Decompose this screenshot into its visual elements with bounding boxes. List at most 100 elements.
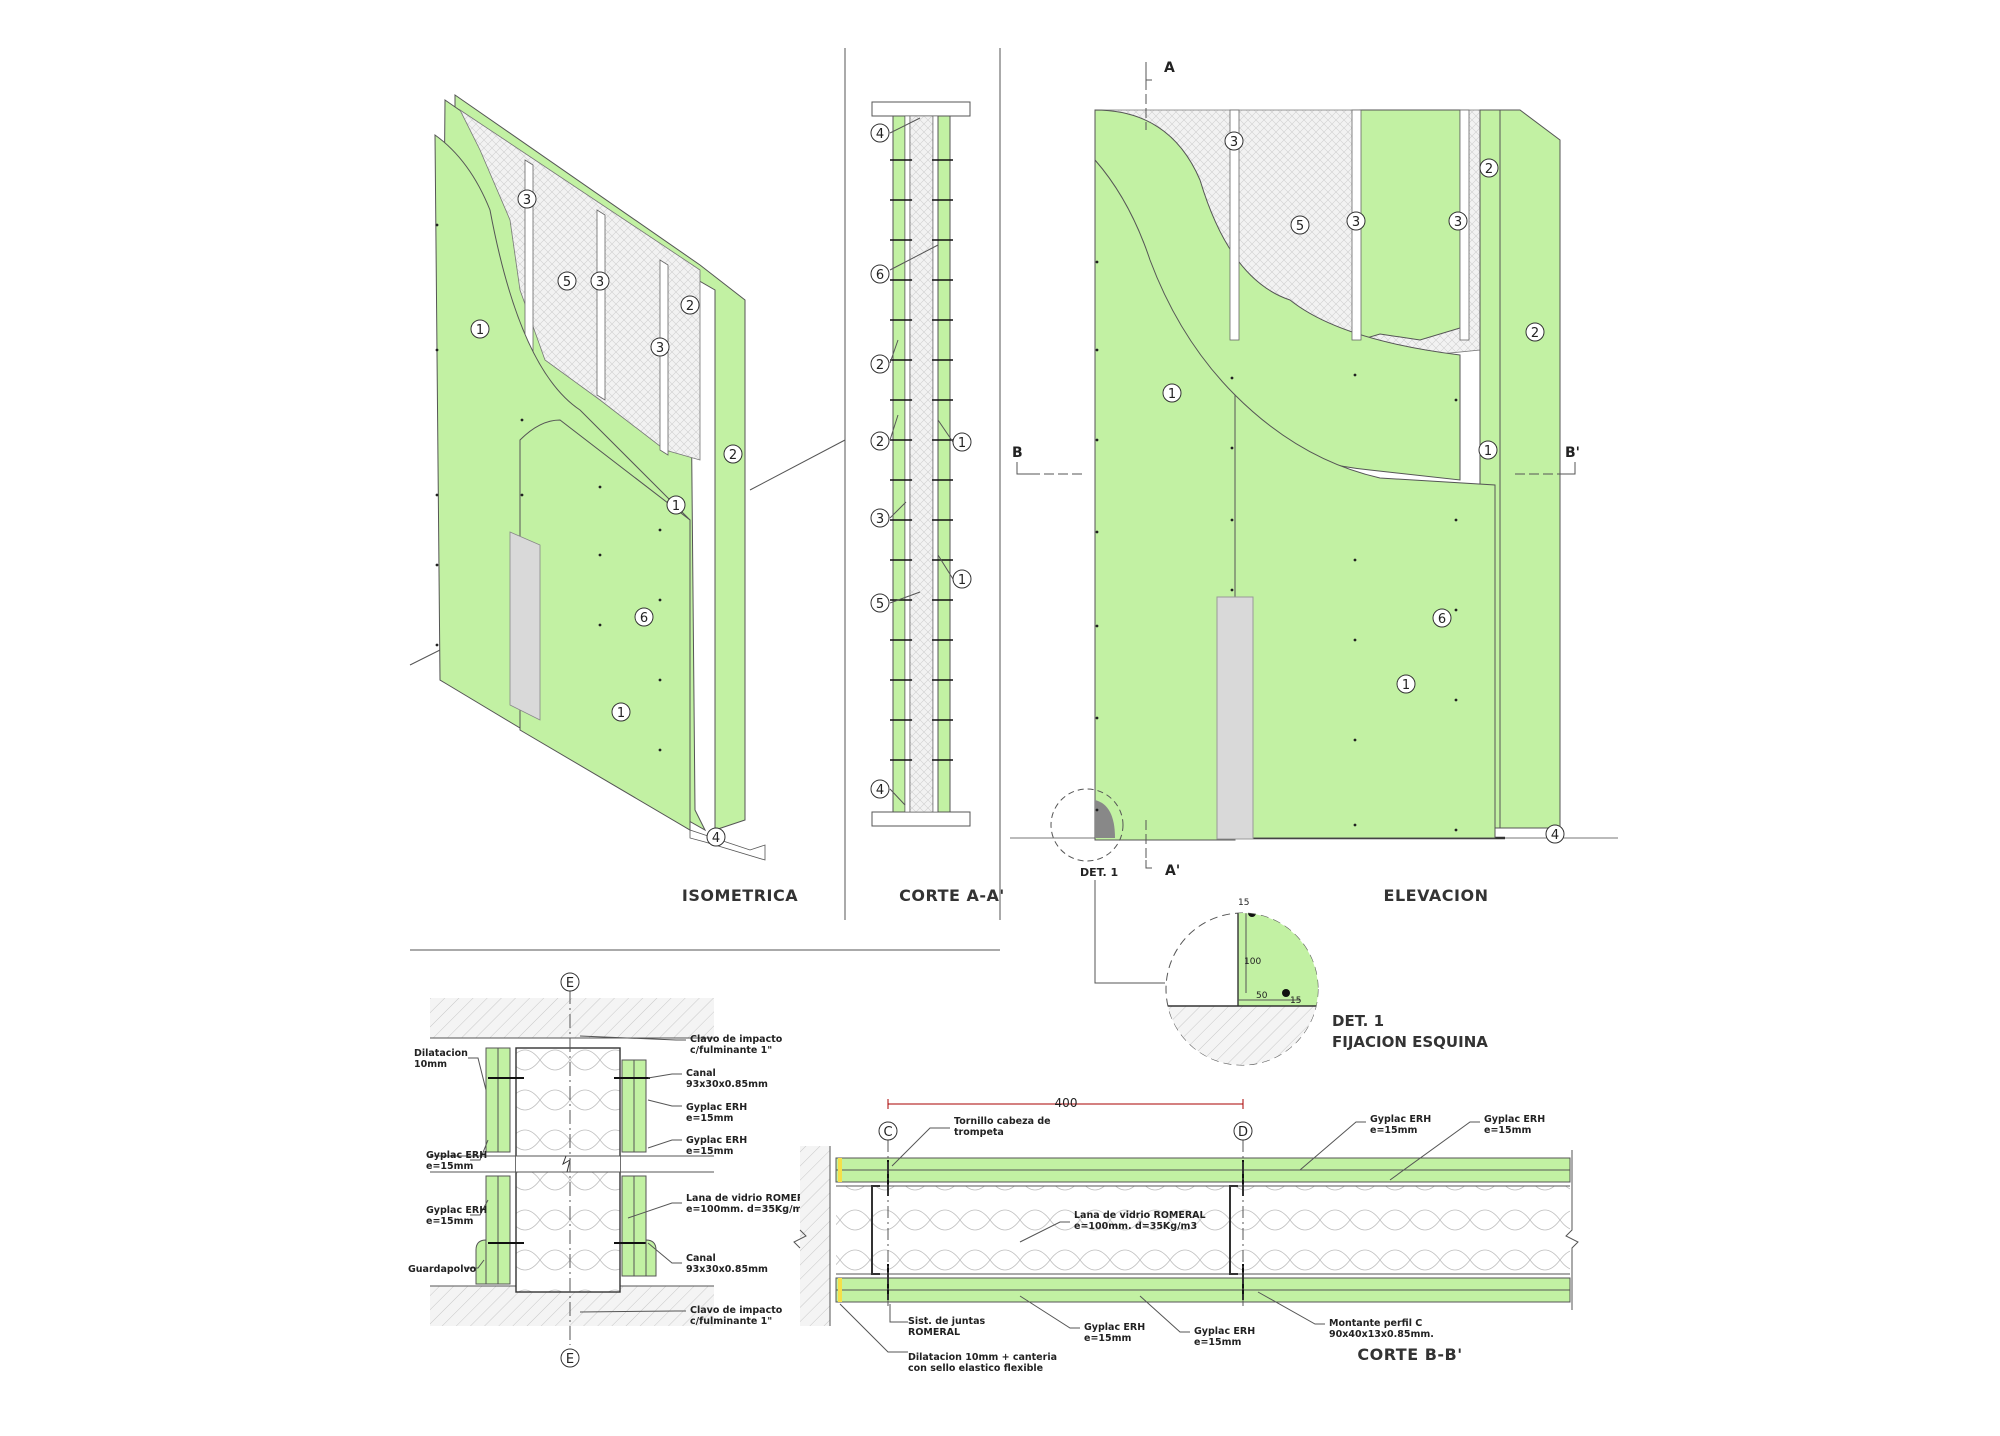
section-marker-a: A bbox=[1145, 60, 1175, 130]
axis-marker-d: D bbox=[1233, 1121, 1253, 1141]
callout-3: 3 bbox=[1224, 131, 1244, 151]
callout-2: 2 bbox=[723, 444, 743, 464]
svg-text:3: 3 bbox=[523, 193, 531, 208]
callout-3: 3 bbox=[1448, 211, 1468, 231]
svg-text:D: D bbox=[1238, 1125, 1248, 1140]
callout-3: 3 bbox=[870, 508, 890, 528]
callout-4: 4 bbox=[870, 123, 890, 143]
svg-text:1: 1 bbox=[672, 499, 680, 514]
svg-text:1: 1 bbox=[958, 573, 966, 588]
svg-text:B': B' bbox=[1565, 445, 1580, 461]
isometric-view: 1 3 5 3 2 3 2 1 6 1 4 ISOMETRICA bbox=[409, 94, 846, 905]
callout-4: 4 bbox=[870, 779, 890, 799]
callout-3: 3 bbox=[1346, 211, 1366, 231]
svg-text:1: 1 bbox=[958, 436, 966, 451]
svg-text:1: 1 bbox=[1168, 387, 1176, 402]
axis-marker-e-bottom: E bbox=[560, 1348, 580, 1368]
callout-1: 1 bbox=[1396, 674, 1416, 694]
section-bb-title: CORTE B-B' bbox=[1357, 1345, 1462, 1364]
dim-400: 400 bbox=[1055, 1096, 1078, 1110]
svg-text:6: 6 bbox=[640, 611, 648, 626]
callout-1: 1 bbox=[1478, 440, 1498, 460]
svg-text:2: 2 bbox=[1531, 326, 1539, 341]
svg-text:2: 2 bbox=[876, 358, 884, 373]
section-aa-view: 4 6 2 2 1 3 1 5 4 CORTE A-A' bbox=[870, 101, 1004, 905]
elevation-view: A A' B B' DET. 1 3 2 5 3 3 2 1 1 6 1 4 E… bbox=[1010, 60, 1618, 984]
callout-5: 5 bbox=[557, 271, 577, 291]
callout-6: 6 bbox=[634, 607, 654, 627]
svg-text:100: 100 bbox=[1244, 957, 1261, 967]
svg-text:E: E bbox=[566, 976, 574, 991]
svg-text:1: 1 bbox=[1484, 444, 1492, 459]
svg-text:3: 3 bbox=[876, 512, 884, 527]
callout-1: 1 bbox=[666, 495, 686, 515]
svg-text:15: 15 bbox=[1238, 898, 1249, 908]
label-guardapolvo: Guardapolvo bbox=[408, 1264, 477, 1275]
callout-2: 2 bbox=[870, 431, 890, 451]
detail-1: 15 100 50 15 DET. 1 FIJACION ESQUINA bbox=[1165, 898, 1488, 1066]
callout-1: 1 bbox=[952, 569, 972, 589]
callout-3: 3 bbox=[650, 337, 670, 357]
svg-text:6: 6 bbox=[876, 268, 884, 283]
callout-1: 1 bbox=[470, 319, 490, 339]
elevation-title: ELEVACION bbox=[1384, 886, 1489, 905]
axis-marker-c: C bbox=[878, 1121, 898, 1141]
svg-text:3: 3 bbox=[1454, 215, 1462, 230]
svg-text:3: 3 bbox=[1230, 135, 1238, 150]
callout-1: 1 bbox=[611, 702, 631, 722]
callout-6: 6 bbox=[870, 264, 890, 284]
callout-2: 2 bbox=[680, 295, 700, 315]
callout-4: 4 bbox=[706, 827, 726, 847]
callout-1: 1 bbox=[1162, 383, 1182, 403]
section-marker-b: B bbox=[1012, 445, 1085, 475]
svg-text:2: 2 bbox=[1485, 162, 1493, 177]
svg-text:A: A bbox=[1164, 60, 1175, 76]
svg-text:4: 4 bbox=[876, 783, 884, 798]
svg-text:6: 6 bbox=[1438, 612, 1446, 627]
sheet-dividers bbox=[410, 48, 1001, 951]
svg-text:B: B bbox=[1012, 445, 1023, 461]
callout-5: 5 bbox=[1290, 215, 1310, 235]
svg-text:3: 3 bbox=[1352, 215, 1360, 230]
callout-1: 1 bbox=[952, 432, 972, 452]
svg-text:4: 4 bbox=[1551, 828, 1559, 843]
detail-title: DET. 1 bbox=[1332, 1012, 1384, 1030]
svg-text:5: 5 bbox=[563, 275, 571, 290]
svg-text:E: E bbox=[566, 1352, 574, 1367]
isometric-title: ISOMETRICA bbox=[682, 886, 798, 905]
svg-text:4: 4 bbox=[712, 831, 720, 846]
callout-4: 4 bbox=[1545, 824, 1565, 844]
svg-text:3: 3 bbox=[596, 275, 604, 290]
svg-text:3: 3 bbox=[656, 341, 664, 356]
axis-marker-e-top: E bbox=[560, 972, 580, 992]
detail-subtitle: FIJACION ESQUINA bbox=[1332, 1033, 1488, 1051]
callout-2: 2 bbox=[1479, 158, 1499, 178]
svg-text:5: 5 bbox=[1296, 219, 1304, 234]
svg-text:2: 2 bbox=[876, 435, 884, 450]
svg-text:1: 1 bbox=[476, 323, 484, 338]
svg-text:15: 15 bbox=[1290, 996, 1301, 1006]
svg-text:2: 2 bbox=[686, 299, 694, 314]
svg-text:50: 50 bbox=[1256, 991, 1268, 1001]
svg-text:1: 1 bbox=[1402, 678, 1410, 693]
svg-text:C: C bbox=[883, 1125, 892, 1140]
